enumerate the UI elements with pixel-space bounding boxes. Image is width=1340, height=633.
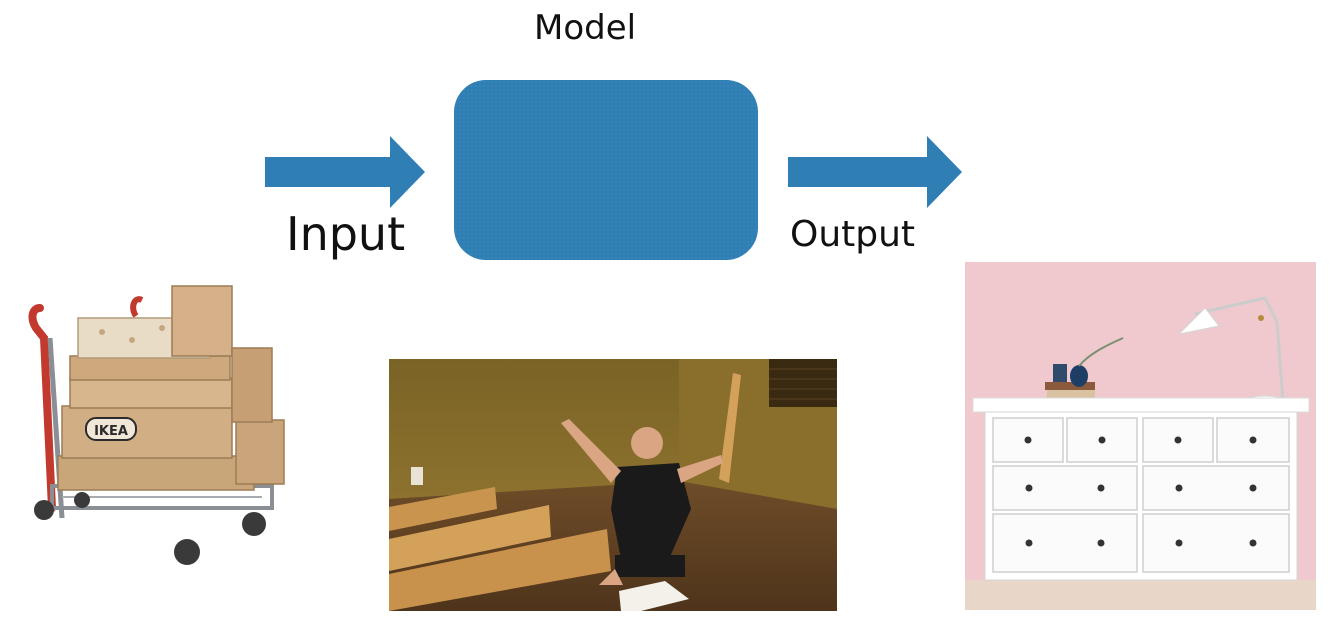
white-dresser-image — [965, 262, 1316, 610]
output-arrow-icon — [788, 136, 962, 208]
model-label: Model — [534, 8, 637, 48]
svg-text:IKEA: IKEA — [94, 424, 128, 439]
flat-pack-cart-image: IKEA — [22, 278, 292, 578]
input-arrow-icon — [265, 136, 425, 208]
furniture-assembly-image — [389, 359, 837, 611]
output-label: Output — [790, 214, 916, 255]
model-box — [454, 80, 758, 260]
input-label: Input — [286, 207, 406, 261]
